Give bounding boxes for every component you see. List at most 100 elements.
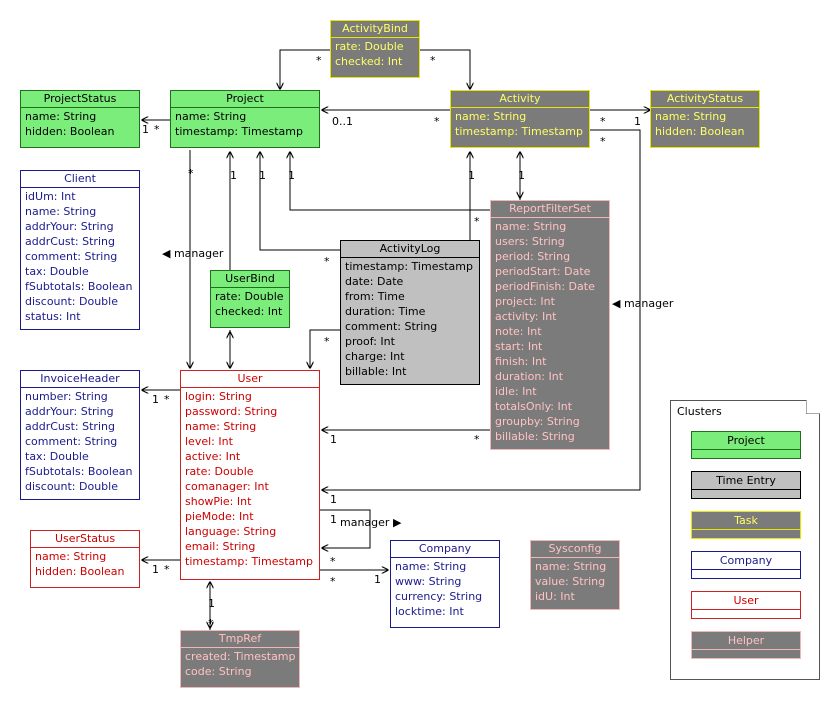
mult-label: 1 [468, 169, 475, 182]
class-attribute: discount: Double [25, 295, 118, 308]
mult-label: 1 [330, 433, 337, 446]
mult-label: * [474, 215, 480, 228]
class-attribute: name: String [455, 110, 527, 123]
mult-label: * [188, 167, 194, 180]
class-name: ReportFilterSet [491, 201, 609, 218]
class-attribute: rate: Double [215, 290, 284, 303]
class-attribute: name: String [495, 220, 567, 233]
class-name: ActivityLog [341, 241, 479, 258]
class-attribute: locktime: Int [395, 605, 464, 618]
class-attribute: number: String [25, 390, 108, 403]
class-attribute: fSubtotals: Boolean [25, 465, 133, 478]
mult-label: * [324, 335, 330, 348]
legend-label: Company [692, 552, 800, 570]
class-attribute: email: String [185, 540, 256, 553]
class-attribute: note: Int [495, 325, 542, 338]
class-attribute: hidden: Boolean [25, 125, 115, 138]
mult-label: 0..1 [332, 115, 353, 128]
line-user-self-manager [320, 509, 371, 548]
class-attribute: idU: Int [535, 590, 575, 603]
legend-label: Task [692, 512, 800, 530]
class-attribute: period: String [495, 250, 571, 263]
line-activitybind-activity [420, 49, 470, 89]
class-attributes: rate: Double checked: Int [331, 38, 419, 70]
class-attribute: tax: Double [25, 265, 89, 278]
class-name: InvoiceHeader [21, 371, 139, 388]
mult-label: 1 [330, 513, 337, 526]
class-attribute: proof: Int [345, 335, 395, 348]
legend-item-task: Task [691, 511, 801, 539]
class-attribute: date: Date [345, 275, 404, 288]
class-attribute: fSubtotals: Boolean [25, 280, 133, 293]
class-attribute: idUm: Int [25, 190, 76, 203]
class-attribute: pieMode: Int [185, 510, 254, 523]
class-attribute: name: String [655, 110, 727, 123]
mult-label: 1 [259, 169, 266, 182]
line-activitybind-project [280, 49, 330, 89]
class-attribute: name: String [535, 560, 607, 573]
class-attributes: name: String value: String idU: Int [531, 558, 619, 605]
class-attribute: finish: Int [495, 355, 547, 368]
class-attribute: value: String [535, 575, 606, 588]
mult-label: * [208, 617, 214, 630]
class-attribute: checked: Int [335, 55, 403, 68]
class-name: User [181, 371, 319, 388]
class-attribute: code: String [185, 665, 252, 678]
class-name: Sysconfig [531, 541, 619, 558]
mult-label: * [600, 135, 606, 148]
class-attribute: comanager: Int [185, 480, 269, 493]
class-attribute: timestamp: Timestamp [185, 555, 313, 568]
class-attribute: duration: Time [345, 305, 426, 318]
mult-label: * [430, 54, 436, 67]
line-activitylog-project [260, 152, 340, 251]
class-attribute: idle: Int [495, 385, 537, 398]
legend-item-time-entry: Time Entry [691, 471, 801, 499]
mult-label: 1 [330, 493, 337, 506]
line-activity-user-manager [322, 129, 641, 490]
class-attribute: www: String [395, 575, 462, 588]
class-attribute: tax: Double [25, 450, 89, 463]
legend-label: Project [692, 432, 800, 450]
legend-item-company: Company [691, 551, 801, 579]
class-name: ActivityStatus [651, 91, 759, 108]
class-attribute: discount: Double [25, 480, 118, 493]
class-attribute: periodFinish: Date [495, 280, 595, 293]
class-attribute: level: Int [185, 435, 233, 448]
class-name: Project [171, 91, 319, 108]
mult-label: * [154, 123, 160, 136]
class-attribute: addrCust: String [25, 420, 115, 433]
class-attribute: comment: String [345, 320, 438, 333]
class-attribute: groupby: String [495, 415, 580, 428]
class-attribute: name: String [35, 550, 107, 563]
legend-item-project: Project [691, 431, 801, 459]
class-attribute: comment: String [25, 250, 118, 263]
class-attribute: showPie: Int [185, 495, 252, 508]
class-attribute: name: String [25, 205, 97, 218]
class-attribute: activity: Int [495, 310, 557, 323]
mult-label: * [324, 255, 330, 268]
mult-label: * [600, 115, 606, 128]
mult-label: 1 [142, 123, 149, 136]
class-attribute: charge: Int [345, 350, 405, 363]
class-attribute: addrCust: String [25, 235, 115, 248]
class-attribute: rate: Double [335, 40, 404, 53]
mult-label: 1 [152, 393, 159, 406]
class-attribute: login: String [185, 390, 252, 403]
legend-label: Time Entry [692, 472, 800, 490]
mult-label: * [316, 54, 322, 67]
